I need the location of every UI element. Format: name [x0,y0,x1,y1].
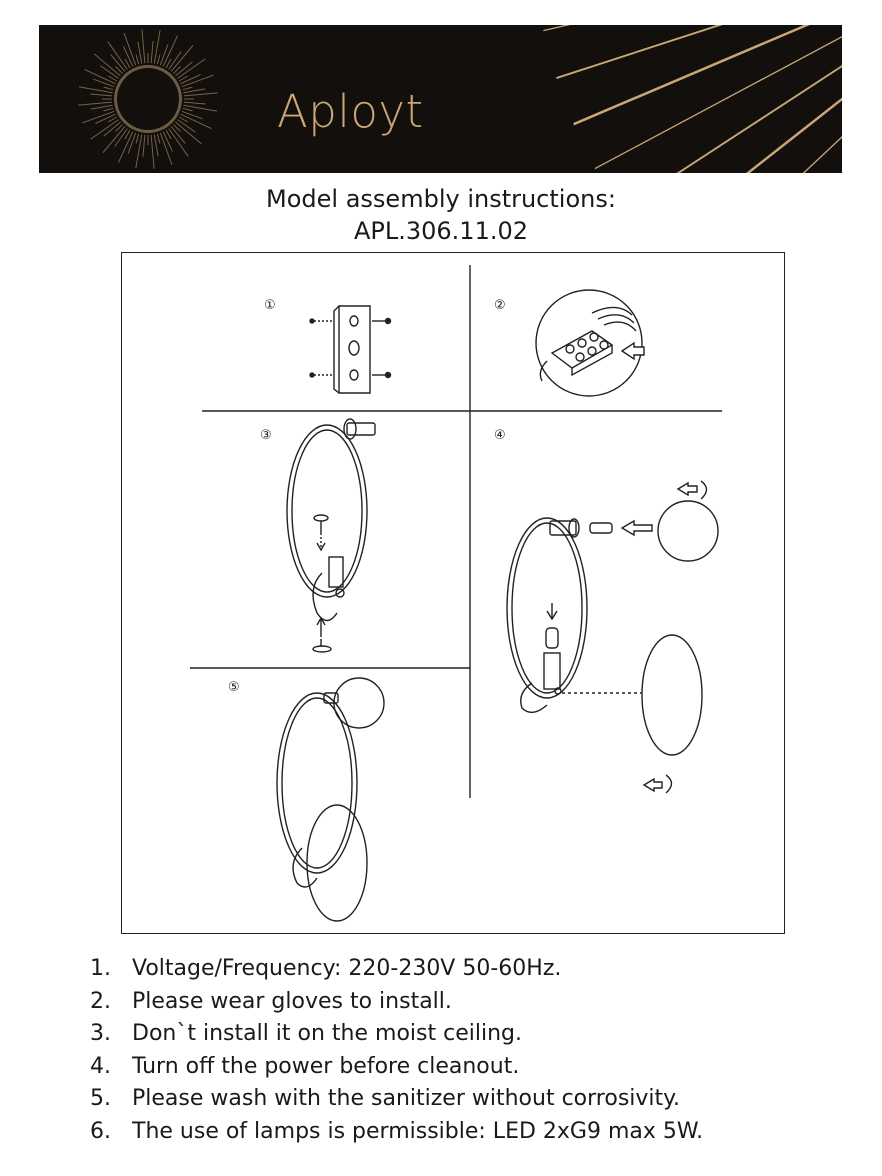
list-item-number: 4. [90,1053,111,1079]
instruction-notes-list: 1. Voltage/Frequency: 220-230V 50-60Hz. 2… [90,953,703,1148]
list-item-text: Please wear gloves to install. [132,988,452,1014]
step-marker-1: ① [264,298,276,313]
list-item: 5. Please wash with the sanitizer without… [90,1083,703,1116]
assembly-diagram: ① ② ③ ④ ⑤ [121,252,785,934]
list-item-text: The use of lamps is permissible: LED 2xG… [132,1118,704,1144]
step1-mounting-plate-icon [309,305,392,394]
list-item: 1. Voltage/Frequency: 220-230V 50-60Hz. [90,953,703,986]
step4-lamp-assembly-icon [506,480,719,794]
list-item: 4. Turn off the power before cleanout. [90,1051,703,1084]
step-marker-3: ③ [260,428,272,443]
list-item-number: 2. [90,988,111,1014]
list-item-text: Voltage/Frequency: 220-230V 50-60Hz. [132,956,562,981]
list-item: 6. The use of lamps is permissible: LED 2… [90,1116,703,1149]
step-marker-4: ④ [494,428,506,443]
step5-finished-lamp-icon [276,677,385,922]
page-title: Model assembly instructions: [266,185,616,213]
list-item-number: 6. [90,1118,111,1144]
brand-logo-text: Aployt [277,85,424,138]
sunburst-logo-graphic [78,25,842,173]
step-marker-2: ② [494,298,506,313]
step-marker-5: ⑤ [228,680,240,695]
assembly-steps-drawing: ① ② ③ ④ ⑤ [190,265,722,922]
list-item-number: 1. [90,956,111,981]
step2-terminal-block-icon [535,289,645,397]
list-item: 2. Please wear gloves to install. [90,986,703,1019]
list-item-number: 5. [90,1086,111,1111]
list-item-text: Turn off the power before cleanout. [132,1053,520,1079]
list-item-text: Don`t install it on the moist ceiling. [132,1021,522,1046]
model-number: APL.306.11.02 [353,217,529,245]
list-item-text: Please wash with the sanitizer without c… [132,1086,681,1111]
list-item: 3. Don`t install it on the moist ceiling. [90,1018,703,1051]
list-item-number: 3. [90,1021,111,1046]
brand-banner: Aployt [39,25,842,173]
step3-ring-assembly-icon [286,418,376,653]
